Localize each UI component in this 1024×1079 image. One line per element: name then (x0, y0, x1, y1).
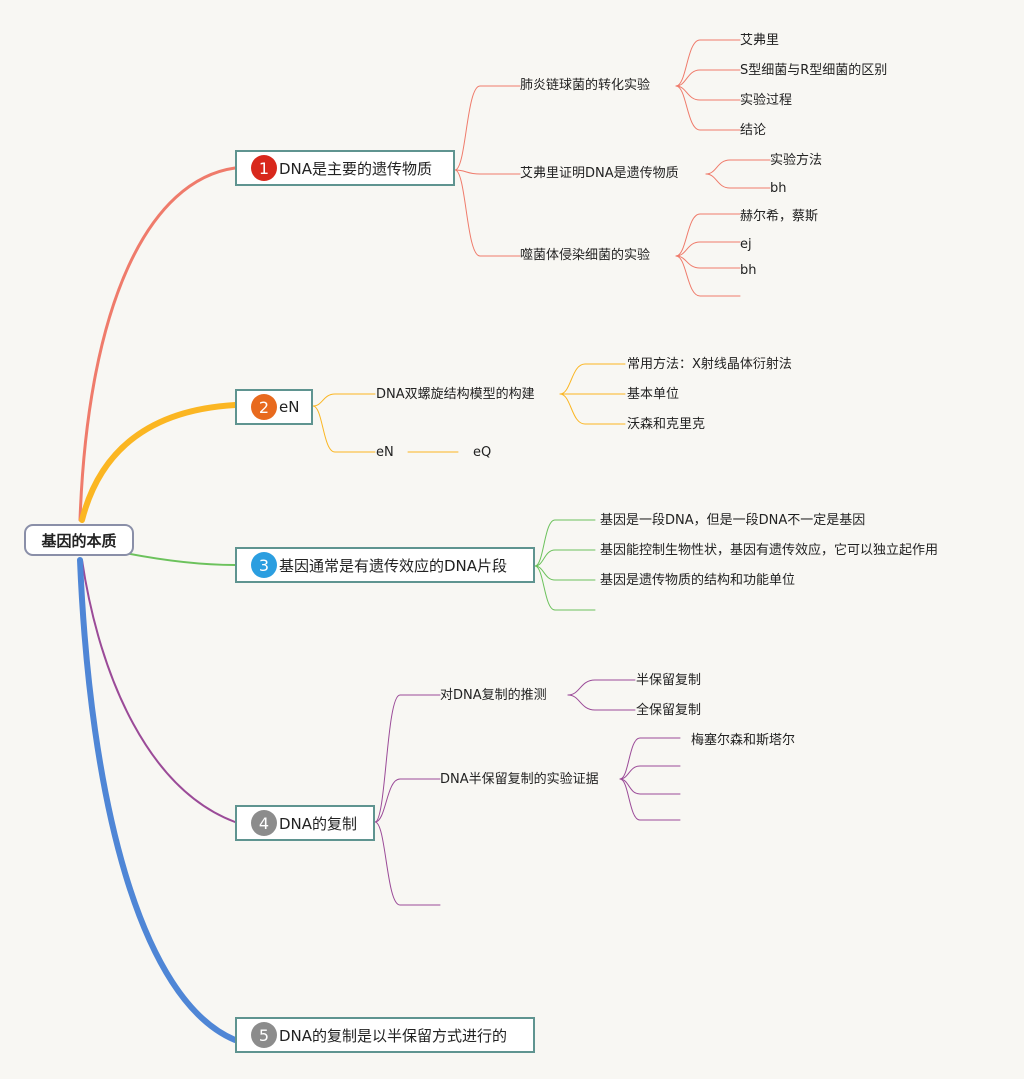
connector-line (675, 255, 741, 269)
leaf-topic[interactable]: eQ (473, 445, 492, 460)
connector-line (567, 679, 636, 696)
connector-line (567, 694, 636, 711)
connector-line (675, 213, 741, 257)
connector-line (619, 737, 681, 780)
leaf-topic[interactable]: 梅塞尔森和斯塔尔 (691, 733, 796, 748)
connector-line (705, 159, 771, 175)
branch-2-label: eN (279, 398, 300, 416)
leaf-topic[interactable]: 常用方法：X射线晶体衍射法 (627, 357, 792, 372)
root-connector-3 (119, 551, 236, 566)
connector-line (454, 169, 521, 175)
subtopic[interactable]: 肺炎链球菌的转化实验 (520, 78, 651, 93)
connector-line (534, 565, 596, 581)
connector-line (619, 765, 681, 780)
badge-4: 4 (251, 810, 277, 836)
connector-line (559, 363, 626, 395)
connector-line (374, 694, 441, 823)
connector-line (705, 173, 771, 189)
branch-3-label: 基因通常是有遗传效应的DNA片段 (279, 556, 508, 575)
subtopic[interactable]: 噬菌体侵染细菌的实验 (520, 248, 651, 263)
subtopic[interactable]: DNA半保留复制的实验证据 (440, 772, 599, 787)
leaf-topic[interactable]: 半保留复制 (636, 673, 702, 688)
connector-line (675, 241, 741, 257)
branch-4-label: DNA的复制 (279, 814, 358, 833)
subtopic[interactable]: DNA双螺旋结构模型的构建 (376, 387, 535, 402)
connector-line (619, 778, 681, 821)
branch-1-topic[interactable]: 1 DNA是主要的遗传物质 (235, 150, 455, 186)
branch-2-topic[interactable]: 2 eN (235, 389, 313, 425)
leaf-topic[interactable]: 结论 (740, 123, 767, 138)
leaf-topic[interactable]: bh (770, 181, 787, 196)
badge-2: 2 (251, 394, 277, 420)
connector-line (454, 85, 521, 171)
leaf-topic[interactable]: 基本单位 (627, 387, 680, 402)
root-connector-5 (77, 557, 238, 1043)
connector-line (312, 393, 376, 407)
subtopic[interactable]: 对DNA复制的推测 (440, 688, 547, 703)
leaf-topic[interactable]: 沃森和克里克 (627, 417, 706, 432)
connector-line (675, 69, 741, 87)
connector-line (534, 519, 596, 567)
branch-5-topic[interactable]: 5 DNA的复制是以半保留方式进行的 (235, 1017, 535, 1053)
leaf-topic[interactable]: 艾弗里 (740, 33, 780, 48)
connector-line (374, 821, 441, 906)
connector-line (374, 778, 441, 823)
leaf-topic[interactable]: 基因是一段DNA，但是一段DNA不一定是基因 (600, 513, 866, 528)
connector-line (675, 39, 741, 87)
branch-1-label: DNA是主要的遗传物质 (279, 159, 433, 178)
connector-line (619, 778, 681, 795)
connector-line (675, 255, 741, 297)
badge-3: 3 (251, 552, 277, 578)
leaf-topic[interactable]: S型细菌与R型细菌的区别 (740, 63, 888, 78)
root-connector-1 (78, 166, 237, 522)
leaf-topic[interactable]: 实验方法 (770, 153, 823, 168)
leaf-topic[interactable]: bh (740, 263, 757, 278)
connector-line (454, 169, 521, 257)
leaf-topic[interactable]: 基因是遗传物质的结构和功能单位 (600, 573, 796, 588)
branch-3-topic[interactable]: 3 基因通常是有遗传效应的DNA片段 (235, 547, 535, 583)
connector-line (534, 565, 596, 611)
leaf-topic[interactable]: 赫尔希，蔡斯 (740, 209, 819, 224)
leaf-topic[interactable]: 实验过程 (740, 93, 793, 108)
leaf-topic[interactable]: ej (740, 237, 752, 252)
subtopic[interactable]: eN (376, 445, 394, 460)
connector-line (675, 85, 741, 131)
badge-1: 1 (251, 155, 277, 181)
connector-line (534, 549, 596, 567)
leaf-topic[interactable]: 全保留复制 (636, 703, 702, 718)
connector-line (559, 393, 626, 425)
subtopic[interactable]: 艾弗里证明DNA是遗传物质 (520, 166, 679, 181)
root-connector-2 (79, 402, 238, 523)
root-topic[interactable]: 基因的本质 (24, 524, 134, 556)
badge-5: 5 (251, 1022, 277, 1048)
connector-line (675, 85, 741, 101)
connector-line (312, 405, 376, 453)
root-topic-label: 基因的本质 (41, 531, 117, 550)
root-connector-4 (81, 559, 236, 823)
leaf-topic[interactable]: 基因能控制生物性状，基因有遗传效应，它可以独立起作用 (600, 543, 939, 558)
branch-4-topic[interactable]: 4 DNA的复制 (235, 805, 375, 841)
branch-5-label: DNA的复制是以半保留方式进行的 (279, 1026, 508, 1045)
